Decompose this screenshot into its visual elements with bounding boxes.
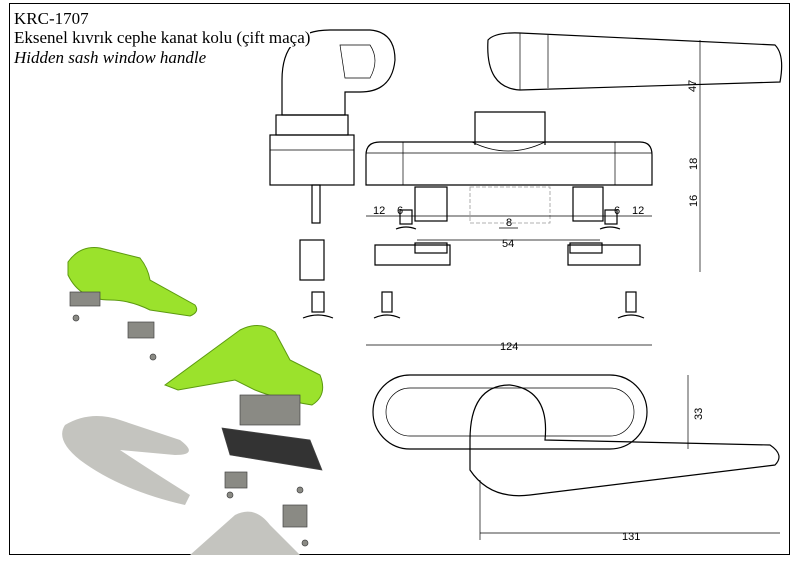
- side-view: [269, 29, 396, 224]
- dim-right-screw: 6: [614, 205, 620, 217]
- dim-left-screw: 6: [397, 205, 403, 217]
- top-view: [366, 344, 780, 540]
- dim-screw-spacing: 54: [502, 238, 514, 250]
- dim-base-length: 124: [500, 341, 518, 353]
- product-name-en: Hidden sash window handle: [14, 48, 207, 67]
- dim-spindle-width: 8: [506, 217, 512, 229]
- product-code: KRC-1707: [14, 9, 89, 28]
- parts-render: [69, 291, 323, 547]
- dim-base-height: 18: [688, 158, 700, 170]
- drawing-frame: [9, 3, 790, 555]
- product-name-tr: Eksenel kıvrık cephe kanat kolu (çift ma…: [14, 28, 311, 47]
- dim-handle-height: 47: [687, 80, 699, 92]
- dim-spindle-height: 16: [688, 195, 700, 207]
- dim-right-offset: 12: [632, 205, 644, 217]
- front-view: [299, 32, 783, 319]
- handle-render-open: [163, 325, 324, 406]
- dim-left-offset: 12: [373, 205, 385, 217]
- shadow-render: [62, 416, 300, 555]
- dim-handle-length: 131: [622, 531, 640, 543]
- dim-base-width: 33: [693, 408, 705, 420]
